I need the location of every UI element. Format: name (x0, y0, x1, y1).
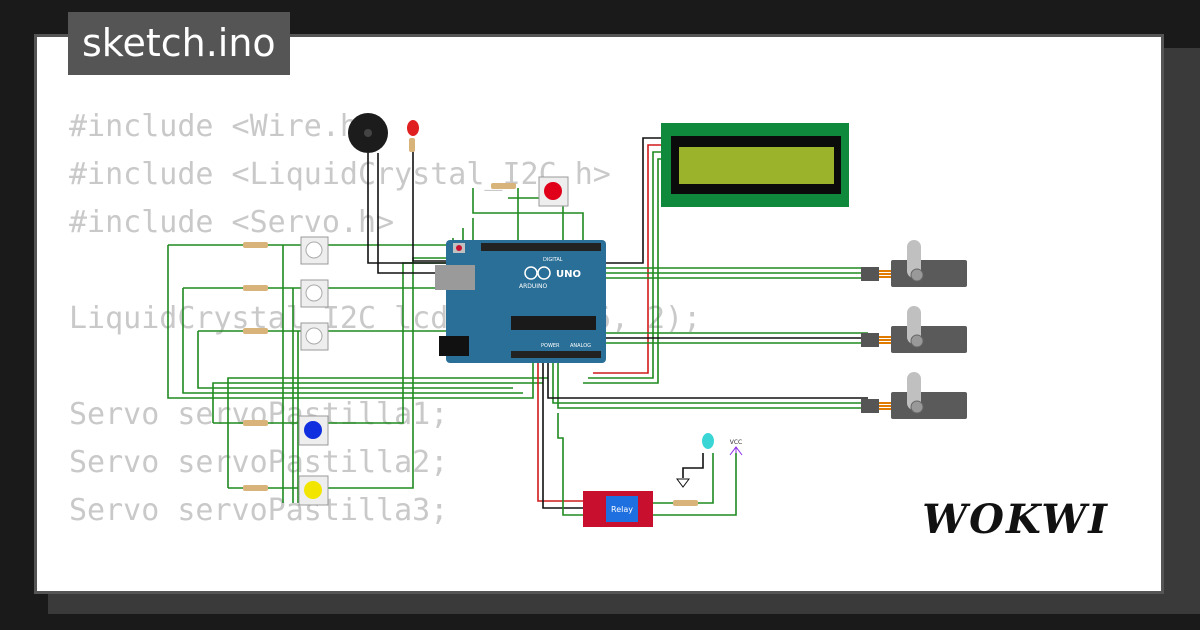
board-name: UNO (556, 269, 581, 280)
blue-button[interactable] (298, 415, 329, 446)
vcc-label: VCC (730, 439, 742, 446)
servo-1 (861, 240, 967, 287)
vcc-symbol: VCC (729, 439, 743, 456)
code-line: const int pinBotonPastilla1 = 2; (69, 583, 701, 591)
wires (167, 137, 868, 516)
code-line: Servo servoPastilla2; (69, 445, 449, 480)
yellow-button[interactable] (298, 475, 329, 506)
white-button-1[interactable] (300, 236, 329, 265)
preview-card: #include <Wire.h>#include <LiquidCrystal… (34, 34, 1164, 594)
wokwi-logo: WOKWI (922, 496, 1109, 543)
ground-icon (676, 478, 690, 488)
white-button-3[interactable] (300, 322, 329, 351)
board-analog-label: ANALOG (570, 343, 591, 349)
board-digital-label: DIGITAL (543, 257, 563, 263)
lcd-display (661, 123, 849, 207)
red-button[interactable] (538, 176, 569, 207)
relay-label: Relay (611, 505, 633, 514)
code-line: #include <Servo.h> (69, 205, 395, 240)
cyan-led-icon (702, 433, 714, 449)
board-brand: ARDUINO (519, 283, 548, 290)
red-led-icon (407, 120, 419, 136)
pushbuttons (298, 176, 569, 506)
relay-module: Relay (583, 491, 653, 527)
white-button-2[interactable] (300, 279, 329, 308)
servo-3 (861, 372, 967, 419)
arduino-uno-board: UNO ARDUINO DIGITAL POWER ANALOG (435, 240, 606, 363)
circuit-diagram: UNO ARDUINO DIGITAL POWER ANALOG (167, 113, 967, 527)
resistors (243, 138, 698, 506)
board-power-label: POWER (541, 343, 560, 349)
servo-2 (861, 306, 967, 353)
buzzer-icon (348, 113, 388, 153)
sketch-title: sketch.ino (68, 12, 290, 75)
